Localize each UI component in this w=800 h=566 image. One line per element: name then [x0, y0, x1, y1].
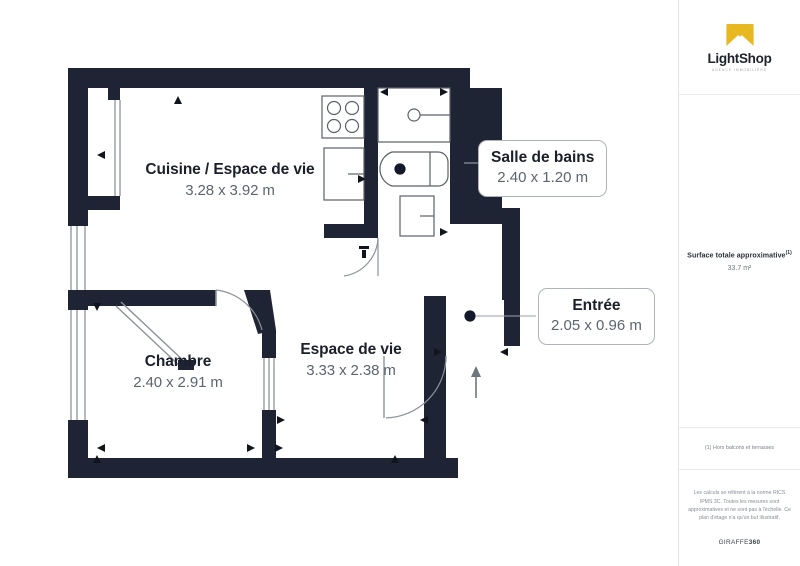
- total-surface-number: 33.7: [727, 265, 742, 273]
- room-dimensions-entree: 2.05 x 0.96 m: [551, 317, 642, 335]
- bathtub-drain-icon: [394, 163, 406, 175]
- disclaimer-text: Les calculs se réfèrent à la norme RICS …: [688, 490, 791, 522]
- room-callout-entree[interactable]: Entrée 2.05 x 0.96 m: [538, 288, 655, 346]
- niche-top-left: [88, 88, 121, 210]
- footnote-text: (1) Hors balcons et terrasses: [704, 445, 775, 452]
- brand-block[interactable]: LightShop AGENCE IMMOBILIÈRE: [679, 0, 800, 95]
- info-sidebar: LightShop AGENCE IMMOBILIÈRE Surface tot…: [678, 0, 800, 566]
- vendor-name-prefix: GIRAFFE: [718, 538, 749, 546]
- room-callout-salle-de-bains[interactable]: Salle de bains 2.40 x 1.20 m: [478, 140, 608, 198]
- footnote-block: (1) Hors balcons et terrasses: [679, 428, 800, 470]
- total-surface-label-text: Surface totale approximative: [687, 251, 786, 260]
- entree-fixtures: [464, 310, 536, 322]
- brand-tagline: AGENCE IMMOBILIÈRE: [711, 68, 768, 72]
- door-swings: [115, 237, 447, 419]
- total-surface-block: Surface totale approximative(1) 33.7 m²: [679, 95, 800, 428]
- cooktop-icon: [321, 95, 365, 139]
- room-name-entree: Entrée: [572, 297, 621, 314]
- room-dimensions-salle-de-bains: 2.40 x 1.20 m: [497, 169, 589, 187]
- wall-structure: [68, 68, 520, 478]
- floor-plan-canvas[interactable]: .wall { fill: #1e2433; } .fx { fill: non…: [0, 0, 678, 566]
- disclaimer-block: Les calculs se réfèrent à la norme RICS …: [679, 470, 800, 565]
- total-surface-value: 33.7 m²: [728, 265, 752, 272]
- total-surface-unit: m²: [743, 265, 752, 273]
- total-surface-footnote-ref: (1): [785, 249, 792, 256]
- vendor-watermark: GIRAFFE360: [719, 539, 761, 546]
- brand-name: LightShop: [707, 51, 772, 66]
- vendor-name-suffix: 360: [748, 538, 761, 546]
- entry-direction-arrow-icon: [471, 366, 481, 398]
- dimension-markers: [93, 88, 508, 463]
- entry-node-icon: [464, 310, 476, 322]
- room-name-salle-de-bains: Salle de bains: [491, 149, 595, 166]
- total-surface-label: Surface totale approximative(1): [687, 250, 792, 259]
- bathtub-icon: [379, 151, 449, 187]
- kitchen-fixtures: [321, 95, 365, 201]
- bowtie-logo-icon: [725, 23, 754, 47]
- floor-plan-drawing: .wall { fill: #1e2433; } .fx { fill: non…: [68, 68, 536, 478]
- bathroom-fixtures: [377, 87, 451, 237]
- window-openings: [68, 226, 276, 420]
